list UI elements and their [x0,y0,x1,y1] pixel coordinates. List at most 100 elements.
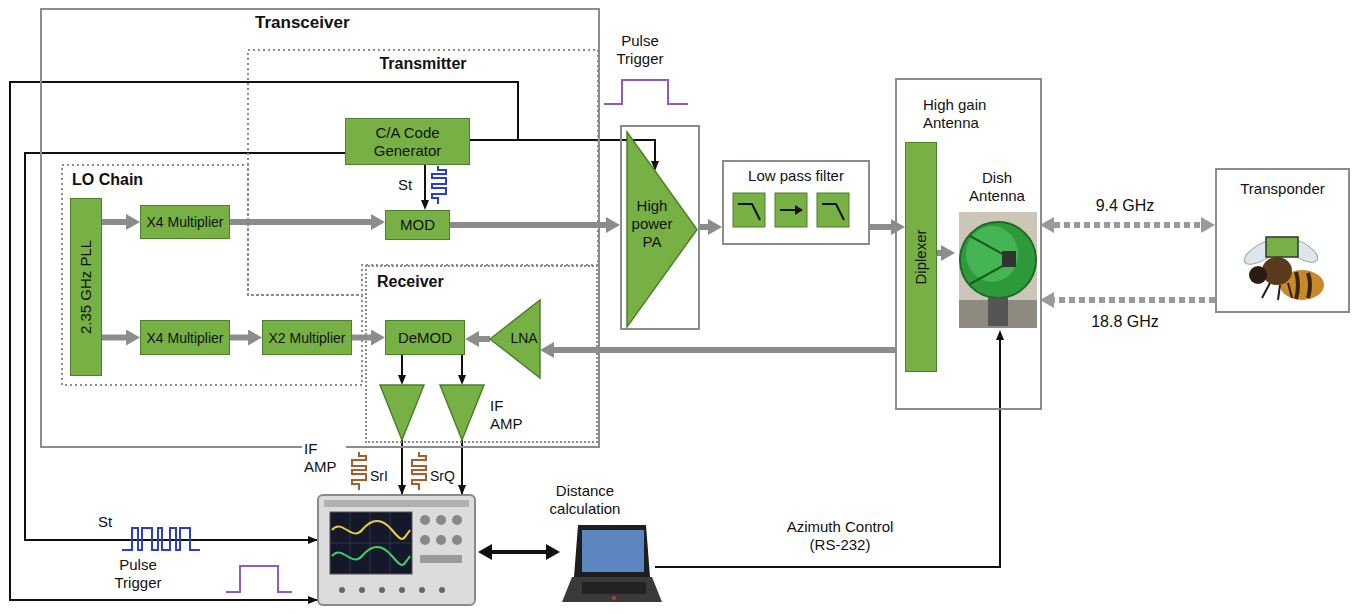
oscilloscope-picture [379,587,385,593]
node-label: High power PA [629,197,675,251]
node-outline [440,385,484,440]
received-waveform [352,452,426,490]
oscilloscope-picture [420,555,462,563]
signal-arrow [401,355,403,375]
node-label: X4 Multiplier [146,214,223,231]
multiplier-box: X2 Multiplier [262,320,352,355]
oscilloscope-picture [420,515,430,525]
signal-name: St [98,513,112,531]
transmitter-group: TransmitterC/A Code GeneratorMOD [248,50,598,295]
node-label: MOD [400,216,435,234]
signal-name: St [398,176,412,194]
code-generator-box: C/A Code Generator [345,118,470,165]
filter-icons [733,193,849,227]
data-link-arrow [478,544,492,560]
node-outline [380,385,424,440]
node-label: Dish Antenna [962,169,1032,205]
filter-icons [822,204,844,220]
if-amplifier-triangle: IF AMP [440,385,484,440]
oscilloscope-picture [339,587,345,593]
signal-arrow [479,336,490,342]
oscilloscope-picture [419,587,425,593]
lna-triangle: LNA [490,300,540,378]
node-outline [248,50,598,295]
node-label: X4 Multiplier [146,329,223,346]
laptop-picture [574,525,650,577]
laptop-computer: Distance calculation [535,480,655,605]
node-label: LNA [510,330,538,347]
bee-picture [1262,257,1292,285]
signal-arrow [230,219,371,225]
oscilloscope-picture [436,515,446,525]
group-title: Transceiver [255,13,350,33]
node-label: Transponder [1217,180,1348,198]
node-label: DeMOD [398,329,452,347]
oscilloscope-picture [436,535,446,545]
power-amplifier-box: High power PA [620,125,700,330]
pulse-waveform [226,566,292,592]
node-label: High gain Antenna [923,96,1018,132]
data-link-arrow [490,550,548,554]
signal-arrow [700,224,708,230]
node-label: IF AMP [302,440,346,476]
signal-arrow [1054,222,1201,228]
oscilloscope-picture [318,495,475,605]
oscilloscope-picture [439,587,445,593]
laptop-picture [562,577,662,602]
received-waveform [412,452,426,490]
filter-icons [738,204,760,220]
oscilloscope-picture [399,587,405,593]
oscilloscope-picture [330,512,412,574]
bee-picture [1296,272,1298,299]
node-label: Diplexer [912,229,930,284]
data-link-arrow [546,544,560,560]
demodulator-box: DeMOD [385,320,465,355]
signal-wire [10,82,518,600]
modulator-box: MOD [385,210,450,240]
laptop-picture [562,525,662,602]
node-outline [248,50,598,295]
transceiver-box: TransceiverTransmitterC/A Code Generator… [40,8,600,448]
signal-arrow [655,340,1000,567]
bee-picture [1249,266,1267,284]
transponder-box: Transponder [1215,168,1350,313]
dish-antenna-photo [959,212,1037,328]
oscilloscope-picture [452,535,462,545]
pll-box: 2.35 GHz PLL [70,198,102,376]
bee-picture [1262,283,1292,300]
dish-antenna: Dish Antenna [955,165,1040,330]
signal-arrow [450,222,606,228]
group-title: Transmitter [358,54,488,73]
node-label: Distance calculation [535,482,635,518]
node-label: IF AMP [490,397,530,433]
filter-icons [817,193,849,227]
diplexer-box: Diplexer [905,142,937,372]
multiplier-box: X4 Multiplier [140,205,230,239]
laptop-picture [582,582,646,594]
filter-icons [733,193,765,227]
filter-icons [775,193,807,227]
oscilloscope-picture [318,495,475,605]
bee-picture [1308,273,1310,298]
code-waveform [432,166,446,204]
data-link-arrow [478,544,560,560]
node-label: X2 Multiplier [268,329,345,346]
edge-label: Azimuth Control (RS-232) [770,518,910,554]
oscilloscope-picture [359,587,365,593]
multiplier-box: X4 Multiplier [140,320,230,355]
edge-label: 18.8 GHz [1085,312,1165,331]
signal-arrow [937,250,941,256]
oscilloscope-picture [330,512,412,574]
signal-arrow [102,335,126,341]
received-waveform [352,452,366,490]
signal-wire [401,440,403,495]
dish-antenna-photo [1002,251,1016,267]
laptop-picture [582,530,644,572]
pulse-waveform [226,80,688,592]
node-label: C/A Code Generator [358,124,458,160]
signal-wire [461,440,463,495]
signal-name: SrQ [430,468,455,485]
oscilloscope-picture [420,535,430,545]
